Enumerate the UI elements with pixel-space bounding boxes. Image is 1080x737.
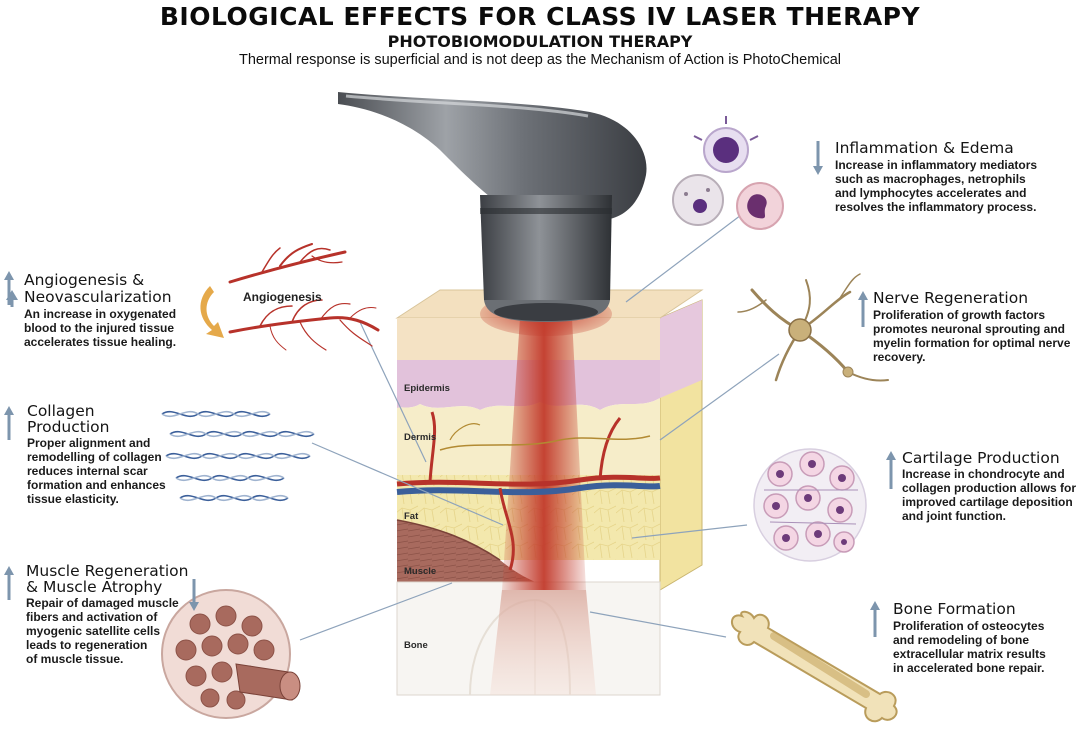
inflammation-text-line: resolves the inflammatory process. [835,200,1037,214]
angiogenesis-title-line2: Neovascularization [24,288,172,306]
cartilage-title: Cartilage Production [902,449,1060,467]
nerve-text-line: recovery. [873,350,926,364]
nerve-text-line: promotes neuronal sprouting and [873,322,1066,336]
layer-label-bone: Bone [404,640,428,651]
page-title: BIOLOGICAL EFFECTS FOR CLASS IV LASER TH… [159,2,921,31]
layer-label-muscle: Muscle [404,566,437,577]
laser-beam-faded [490,590,596,695]
cartilage-text-line: improved cartilage deposition [902,495,1073,509]
angiogenesis-text-line: accelerates tissue healing. [24,335,177,349]
nerve-text-line: myelin formation for optimal nerve [873,336,1071,350]
collagen-text-line: tissue elasticity. [27,492,119,506]
muscle-text-line: myogenic satellite cells [26,624,161,638]
inflammation-text-block: Increase in inflammatory mediators such … [835,158,1037,214]
laser-beam [502,318,586,590]
inflammation-text-line: and lymphocytes accelerates and [835,186,1027,200]
muscle-text-line: leads to regeneration [26,638,148,652]
angiogenesis-figure-label: Angiogenesis [243,290,322,304]
curved-arrow-icon [200,286,224,338]
arrow-down-icon [189,579,199,611]
cartilage-text-line: and joint function. [902,509,1006,523]
inflammation-text-line: such as macrophages, netrophils [835,172,1026,186]
bone-title: Bone Formation [893,600,1016,618]
arrow-up-icon [4,566,14,600]
nerve-title: Nerve Regeneration [873,289,1029,307]
collagen-title-line2: Production [27,418,110,436]
muscle-text-line: Repair of damaged muscle [26,596,179,610]
collagen-text-line: remodelling of collagen [27,450,162,464]
angiogenesis-text-block: An increase in oxygenated blood to the i… [24,307,176,349]
bone-text-line: and remodeling of bone [893,633,1030,647]
page-subtitle: PHOTOBIOMODULATION THERAPY [387,32,693,51]
layer-label-dermis: Dermis [404,432,437,443]
blood-vessels [396,411,661,571]
bone-figure [731,610,898,723]
collagen-text-block: Proper alignment and remodelling of coll… [27,436,166,506]
arrow-up-icon [4,406,14,440]
collagen-text-line: Proper alignment and [27,436,151,450]
angiogenesis-text-line: An increase in oxygenated [24,307,177,321]
laser-handpiece [338,92,647,322]
inflammation-text-line: Increase in inflammatory mediators [835,158,1038,172]
nerve-text-line: Proliferation of growth factors [873,308,1046,322]
collagen-figure [161,410,315,502]
arrow-up-icon [4,271,14,305]
arrow-up-icon [858,291,868,327]
muscle-text-block: Repair of damaged muscle fibers and acti… [26,596,179,666]
muscle-text-line: fibers and activation of [26,610,158,624]
muscle-bundle-figure [161,589,301,719]
bone-text-line: in accelerated bone repair. [893,661,1045,675]
cartilage-text-line: collagen production allows for [902,481,1077,495]
muscle-title-line1: Muscle Regeneration [26,562,189,580]
cartilage-text-block: Increase in chondrocyte and collagen pro… [902,467,1076,523]
arrow-down-icon [813,141,823,175]
immune-cells-figure [672,116,784,230]
nerve-text-block: Proliferation of growth factors promotes… [873,308,1070,364]
page-tagline: Thermal response is superficial and is n… [238,52,842,68]
cartilage-text-line: Increase in chondrocyte and [902,467,1065,481]
layer-label-fat: Fat [404,511,419,522]
cartilage-figure [753,448,867,562]
bone-text-line: extracellular matrix results [893,647,1046,661]
arrow-up-icon [870,601,880,637]
collagen-title-line1: Collagen [27,402,95,420]
muscle-text-line: of muscle tissue. [26,652,124,666]
bone-text-line: Proliferation of osteocytes [893,619,1045,633]
arrow-up-icon [886,451,896,489]
angiogenesis-text-line: blood to the injured tissue [24,321,174,335]
bone-text-block: Proliferation of osteocytes and remodeli… [893,619,1046,675]
muscle-title-line2: & Muscle Atrophy [26,578,163,596]
inflammation-title: Inflammation & Edema [835,139,1014,157]
collagen-text-line: reduces internal scar [27,464,148,478]
neuron-figure [737,273,889,382]
collagen-text-line: formation and enhances [27,478,166,492]
angiogenesis-figure [228,243,380,351]
layer-label-epidermis: Epidermis [404,383,450,394]
angiogenesis-title-line1: Angiogenesis & [24,271,145,289]
